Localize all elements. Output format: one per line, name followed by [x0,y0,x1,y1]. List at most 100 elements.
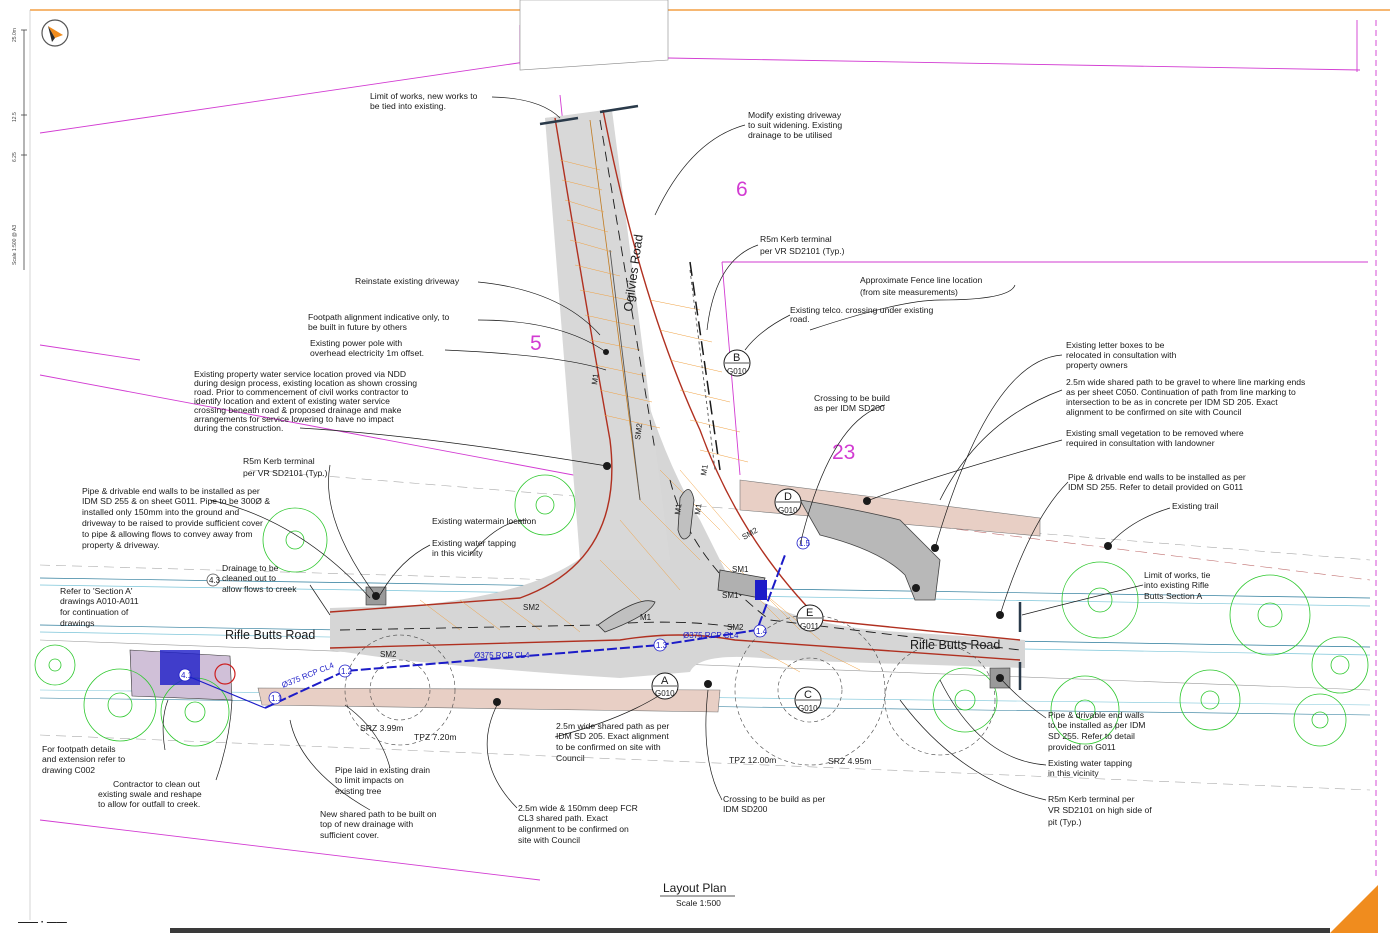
pit-marker[interactable]: 1.4 [753,624,768,638]
pit-marker[interactable]: 1.1 [268,691,283,705]
note-line: top of new drainage with [320,819,413,829]
note-line: Existing letter boxes to be [1066,340,1165,350]
note-line: R5m Kerb terminal [243,456,315,466]
pit-marker[interactable]: 4.1 [178,668,193,682]
drawing-title-block: Layout Plan Scale 1:500 [660,881,735,908]
pit-label: 1.3 [656,641,668,650]
note-line: required in consultation with landowner [1066,438,1215,448]
pit-marker[interactable]: 1.3 [653,638,668,652]
note-line: 2.5m wide shared path as per [556,721,669,731]
note-line: be tied into existing. [370,101,446,111]
section-callout-d[interactable]: D G010 [774,488,802,516]
note-line: Existing small vegetation to be removed … [1066,428,1244,438]
note-line: VR SD2101 on high side of [1048,805,1152,815]
note-line: Existing telco. crossing under existing [790,305,934,315]
callout-letter: A [661,675,669,687]
note-line: Existing watermain location [432,516,536,526]
note-line: drawings [60,618,94,628]
annotation-contractor-swale: Contractor to clean out existing swale a… [98,779,202,809]
note-line: Council [556,753,585,763]
scale-bar-label: 12.5 [12,112,18,122]
note-line: cleaned out to [222,573,276,583]
note-line: Refer to 'Section A' [60,586,133,596]
marking-label: SM2 [380,650,397,659]
note-tpz-c: TPZ 12.00m [729,755,776,765]
note-line: 2.5m wide shared path to be gravel to wh… [1066,377,1305,387]
property-boundaries [39,20,1368,881]
road-name-rifle-east: Rifle Butts Road [910,638,1000,652]
section-callout-c[interactable]: C G010 [794,686,822,714]
annotation-pipe-endwalls-ne: Pipe & drivable end walls to be installe… [1068,472,1246,492]
pipe-label: Ø375 RCP CL4 [683,631,739,640]
note-line: to allow for outfall to creek. [98,799,200,809]
annotation-pipe-endwalls-west: Pipe & drivable end walls to be installe… [82,486,270,550]
note-line: Pipe laid in existing drain [335,765,430,775]
note-line: SD 255. Refer to detail [1048,731,1135,741]
annotation-limit-east: Limit of works, tie into existing Rifle … [1144,570,1211,601]
pit-marker[interactable]: 4.3 [206,573,221,587]
annotation-telco: Existing telco. crossing under existing … [790,305,934,324]
pit-marker[interactable]: 1.2 [338,664,353,678]
note-line: existing tree [335,786,382,796]
limit-of-works-bars [539,104,1022,690]
marking-label: M1 [590,372,601,385]
scale-bar-label: 6.25 [12,152,18,162]
drawing-title: Layout Plan [663,881,726,895]
callout-letter: E [806,607,813,619]
section-callout-a[interactable]: A G010 [651,672,679,700]
note-line: site with Council [518,835,580,845]
note-line: road. [790,314,810,324]
section-callout-b[interactable]: B G010 [723,349,751,377]
annotation-tapping-west: Existing water tapping in this vicinity [432,538,516,558]
note-line: be built in future by others [308,322,407,332]
section-callout-e[interactable]: E G011 [796,604,824,632]
note-line: property & driveway. [82,540,160,550]
note-line: Reinstate existing driveway [355,276,460,286]
scale-bar-label: 25.0m [12,28,18,42]
annotation-shared-sd205: 2.5m wide shared path as per IDM SD 205.… [556,721,669,763]
note-line: allow flows to creek [222,584,297,594]
note-line: during the construction. [194,423,283,433]
note-line: arrangements for service lowering to hav… [194,414,394,424]
annotation-tapping-east: Existing water tapping in this vicinity [1048,758,1132,778]
callout-sheet: G010 [798,704,818,713]
note-line: Footpath alignment indicative only, to [308,312,449,322]
note-line: R5m Kerb terminal [760,234,832,244]
annotation-crossing-b: Crossing to be build as per IDM SD200 [814,393,890,413]
annotation-r5-west: R5m Kerb terminal per VR SD2101 (Typ.) [243,456,328,478]
note-line: property owners [1066,360,1128,370]
note-line: provided on G011 [1048,742,1116,752]
annotation-reinstate: Reinstate existing driveway [355,276,460,286]
note-line: Drainage to be [222,563,279,573]
pit-labels: 1.1 1.2 1.3 1.4 1.5 4.1 4.3 [178,536,811,705]
scale-bar-label: Scale 1:500 @ A3 [12,225,18,265]
annotation-r5-east: R5m Kerb terminal per VR SD2101 on high … [1048,794,1152,827]
note-line: in this vicinity [432,548,483,558]
note-line: drainage to be utilised [748,130,832,140]
note-line: Pipe & drivable end walls to be installe… [1068,472,1246,482]
note-line: as per IDM SD200 [814,403,885,413]
note-line: in this vicinity [1048,768,1099,778]
note-line: Contractor to clean out [113,779,201,789]
marking-label: M1 [699,463,710,476]
note-line: IDM SD 205. Exact alignment [556,731,669,741]
pit-marker[interactable]: 1.5 [796,536,811,550]
note-line: Butts Section A [1144,591,1203,601]
note-line: Existing power pole with [310,338,402,348]
annotation-watermain: Existing watermain location [432,516,536,526]
north-arrow-icon [41,19,69,47]
vertical-scale-bar: 25.0m 12.5 6.25 Scale 1:500 @ A3 [12,28,27,270]
marking-label: SM2 [727,623,744,632]
note-line: drawings A010-A011 [60,596,139,606]
annotation-footpath-align: Footpath alignment indicative only, to b… [308,312,449,332]
note-line: during design process, existing location… [194,378,417,388]
note-line: per VR SD2101 (Typ.) [760,246,845,256]
annotation-modify-driveway: Modify existing driveway to suit widenin… [748,110,842,140]
note-line: IDM SD200 [723,804,768,814]
note-line: to pipe & allowing flows to convey away … [82,529,253,539]
annotation-r5-north: R5m Kerb terminal per VR SD2101 (Typ.) [760,234,845,256]
pit-label: 1.1 [271,694,283,703]
annotation-limit-north: Limit of works, new works to be tied int… [370,91,478,111]
pit-label: 1.2 [341,667,353,676]
lot-number: 23 [832,441,855,464]
